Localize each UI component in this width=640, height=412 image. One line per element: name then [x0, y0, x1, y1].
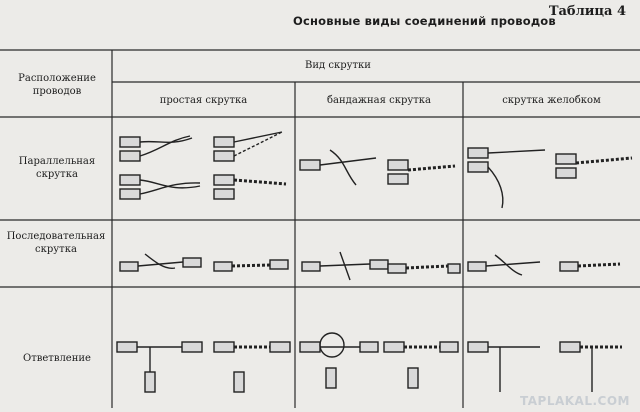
watermark: TAPLAKAL.COM — [519, 394, 630, 408]
row-label-branch: Ответвление — [23, 353, 91, 364]
column-header-groove: скрутка желобком — [502, 95, 601, 106]
series-twist-figures — [119, 251, 621, 281]
parallel-bandage-twist-figure — [299, 149, 456, 186]
parallel-simple-twist-result — [213, 131, 287, 200]
row-label-parallel: Параллельная скрутка — [18, 156, 96, 180]
row-label-series: Последовательная скрутка — [6, 231, 106, 255]
parallel-groove-twist-figure — [467, 147, 633, 209]
page-title: Основные виды соединений проводов — [293, 14, 556, 28]
parallel-simple-twist-figure — [119, 135, 201, 200]
position-column-header: Расположение проводов — [18, 73, 96, 97]
column-header-simple: простая скрутка — [159, 95, 248, 106]
column-header-bandage: бандажная скрутка — [327, 95, 431, 106]
branch-twist-figures — [116, 332, 622, 393]
table-number-label: Таблица 4 — [548, 4, 626, 19]
twist-type-group-header: Вид скрутки — [305, 60, 371, 71]
